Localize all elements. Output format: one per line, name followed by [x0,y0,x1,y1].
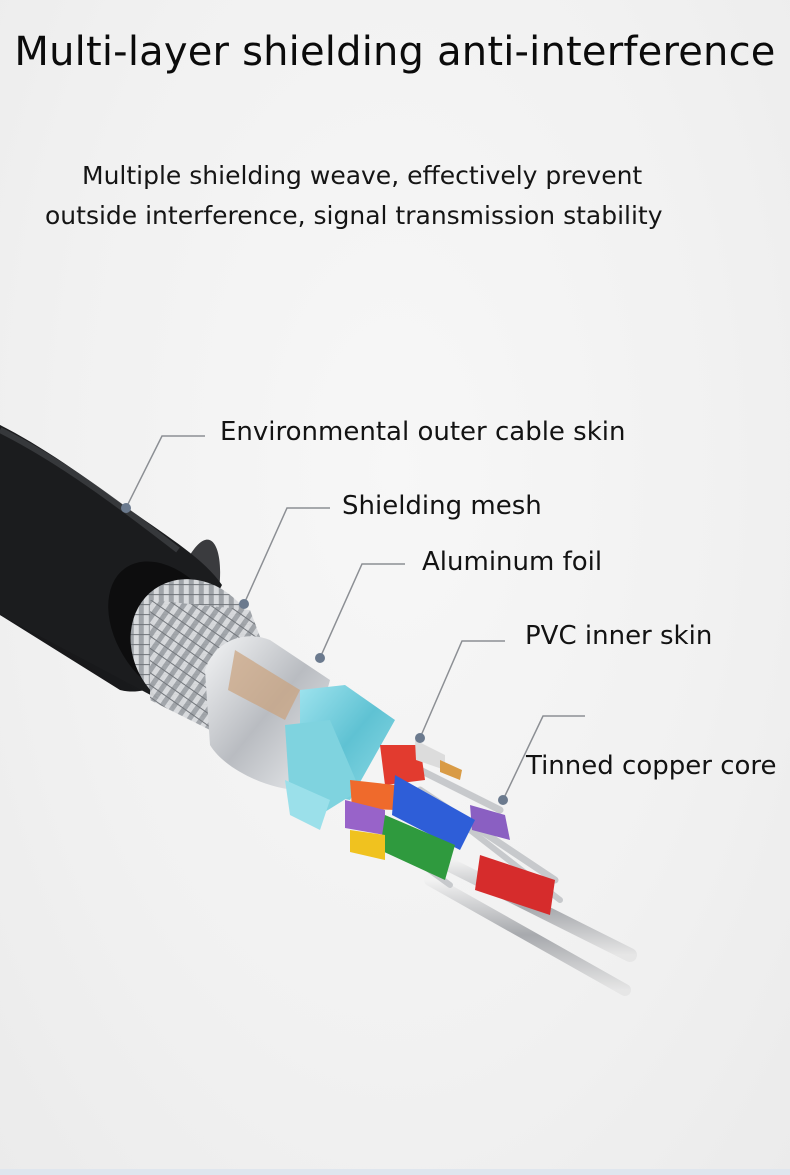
subtitle-line-2: outside interference, signal transmissio… [45,201,663,230]
callout-leaders [125,435,585,801]
label-aluminum-foil: Aluminum foil [422,547,603,577]
label-shielding-mesh: Shielding mesh [342,491,542,521]
callout-dots [121,503,508,805]
dot-aluminum-foil [315,653,325,663]
dot-shielding-mesh [239,599,249,609]
label-pvc-inner-skin: PVC inner skin [525,621,713,651]
dot-pvc-inner-skin [415,733,425,743]
pvc-inner-sleeves [285,685,395,830]
label-outer-cable-skin: Environmental outer cable skin [220,417,626,447]
leader-aluminum-foil [319,563,405,659]
leader-pvc-inner-skin [419,640,505,739]
label-tinned-copper-core: Tinned copper core [526,751,777,781]
leader-outer-skin [125,435,205,509]
dot-outer-skin [121,503,131,513]
bottom-divider [0,1169,790,1175]
page-title: Multi-layer shielding anti-interference [14,29,776,75]
leader-tinned-copper-core [502,715,585,801]
subtitle-line-1: Multiple shielding weave, effectively pr… [82,161,643,190]
colored-conductors [345,740,637,996]
dot-tinned-copper-core [498,795,508,805]
leader-shielding-mesh [243,507,330,605]
